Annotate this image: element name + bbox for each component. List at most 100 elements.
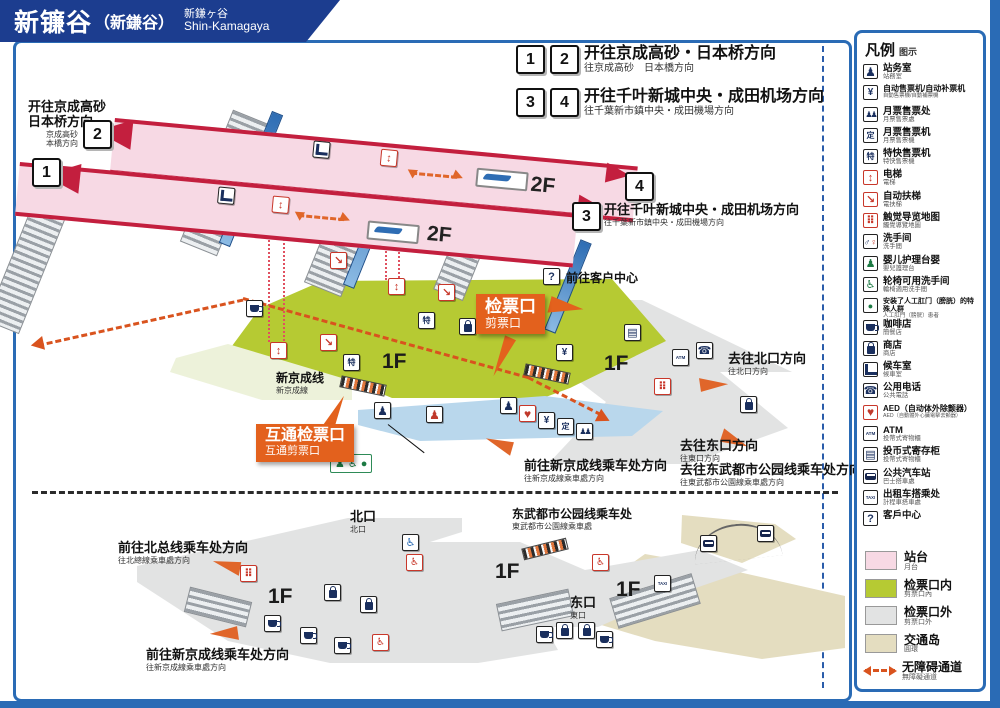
floor-label-2f: 2F (529, 172, 557, 198)
shop-icon (740, 396, 757, 413)
wheelchair-ramp-icon (592, 554, 609, 571)
shinkeisei-line-label: 新京成线 新京成線 (276, 371, 325, 395)
tactile-map-icon (863, 213, 878, 229)
taxi-stand-icon (654, 575, 671, 592)
east-exit-label: 东口 東口 (570, 595, 597, 620)
legend-item: 候车室候車室 (863, 362, 978, 383)
ticket-machine-icon (538, 412, 555, 429)
platform-number-box-4: 4 (625, 172, 654, 201)
baby-care-icon (863, 255, 878, 271)
floor-label-1f-center: 1F (495, 560, 520, 583)
to-north-exit-label: 去往北口方向 往北口方向 (728, 351, 807, 376)
floor-separator-dashed-line (32, 491, 838, 494)
atm-icon (672, 349, 689, 366)
coffee-icon (596, 631, 613, 648)
legend-area-island: 交通岛圓環 (865, 633, 978, 662)
station-office-icon (863, 64, 878, 79)
legend-route: 无障碍通道無障礙通道 (863, 661, 978, 685)
platform-flow-arrow (411, 171, 458, 179)
customer-center-label: 前往客户中心 (566, 271, 639, 285)
platform-number-box-3: 3 (572, 202, 601, 231)
platform-flow-arrow (298, 213, 345, 222)
map-frame (13, 40, 852, 702)
free-area-color-swatch (865, 606, 897, 625)
ticket-gate-callout: 检票口 剪票口 (476, 294, 545, 335)
womens-restroom-icon (426, 406, 443, 423)
elevator-shaft-line (283, 196, 285, 344)
phone-icon (863, 383, 878, 399)
to-east-exit-label: 去往东口方向 往東口方向 (680, 438, 759, 463)
tactile-map-icon (654, 378, 671, 395)
taxi-stand-icon (863, 489, 878, 505)
restroom-icon (863, 234, 878, 250)
accessible-restroom-icon (863, 276, 878, 292)
coffee-icon (536, 626, 553, 643)
direction-label-12: 1 2 开往京成高砂・日本桥方向 往京成高砂 日本橋方向 (516, 45, 776, 75)
island-color-swatch (865, 633, 897, 653)
express-ticket-machine-icon (343, 354, 360, 371)
coffee-icon (300, 627, 317, 644)
to-shinkeisei-label: 前往新京成线乘车处方向 往新京成線乘車處方向 (524, 458, 668, 483)
escalator-icon (330, 252, 347, 269)
ostomate-icon (863, 298, 878, 314)
elevator-icon (271, 195, 290, 215)
escalator-icon (320, 334, 337, 351)
commuter-pass-office-icon (576, 423, 593, 440)
legend-item: 客戶中心 (863, 511, 978, 532)
waiting-room-icon (217, 186, 236, 205)
shop-icon (578, 622, 595, 639)
elevator-icon (388, 278, 405, 295)
mens-restroom-icon (374, 402, 391, 419)
atm-icon (863, 426, 878, 442)
commuter-pass-machine-icon (557, 418, 574, 435)
legend-subtitle: 图示 (899, 47, 918, 57)
north-exit-label: 北口 北口 (350, 509, 377, 534)
direction-label-34: 3 4 开往千叶新城中央・成田机场方向 往千葉新市鎮中央・成田機場方向 (516, 88, 824, 118)
legend-area-free: 检票口外剪票口外 (865, 606, 978, 634)
bus-stop-icon (700, 535, 717, 552)
station-title-banner: 新镰谷 （新鎌谷） 新鎌ヶ谷 Shin-Kamagaya (0, 0, 340, 42)
elevator-icon (379, 148, 399, 168)
coffee-icon (264, 615, 281, 632)
page-edge-right (990, 0, 1000, 708)
floor-label-1f-east: 1F (616, 578, 641, 601)
elevator-shaft-line (268, 192, 270, 342)
page-edge-bottom (0, 701, 1000, 708)
station-name-en: Shin-Kamagaya (184, 19, 270, 34)
waiting-room-structure (366, 220, 420, 245)
direction-label-right: 开往千叶新城中央・成田机场方向 往千葉新市鎮中央・成田機場方向 (604, 202, 800, 227)
express-ticket-machine-icon (863, 149, 878, 165)
to-shinkeisei-bottom-label: 前往新京成线乘车处方向 往新京成線乘車處方向 (146, 647, 290, 672)
legend-title: 凡例图示 (865, 42, 918, 59)
wheelchair-ramp-icon (406, 554, 423, 571)
to-tobu-label: 去往东武都市公园线乘车处方向 往東武都市公園線乘車處方向 (680, 462, 863, 487)
baby-care-icon: ♟ (335, 458, 345, 470)
floor-label-2f: 2F (426, 221, 453, 248)
accessible-restroom-icon: ♿ (347, 458, 358, 470)
legend-area-platform: 站台月台 (865, 551, 978, 579)
accessible-icon (402, 534, 419, 551)
ticket-machine-icon (556, 344, 573, 361)
elevator-icon (863, 170, 878, 186)
escalator-icon (863, 191, 878, 207)
commuter-pass-machine-icon (863, 127, 878, 143)
tactile-map-icon (240, 565, 257, 582)
waiting-room-structure (475, 167, 529, 192)
ticket-machine-icon (863, 85, 878, 101)
bus-stop-icon (863, 468, 878, 484)
page-title-paren: （新鎌谷） (94, 15, 175, 32)
